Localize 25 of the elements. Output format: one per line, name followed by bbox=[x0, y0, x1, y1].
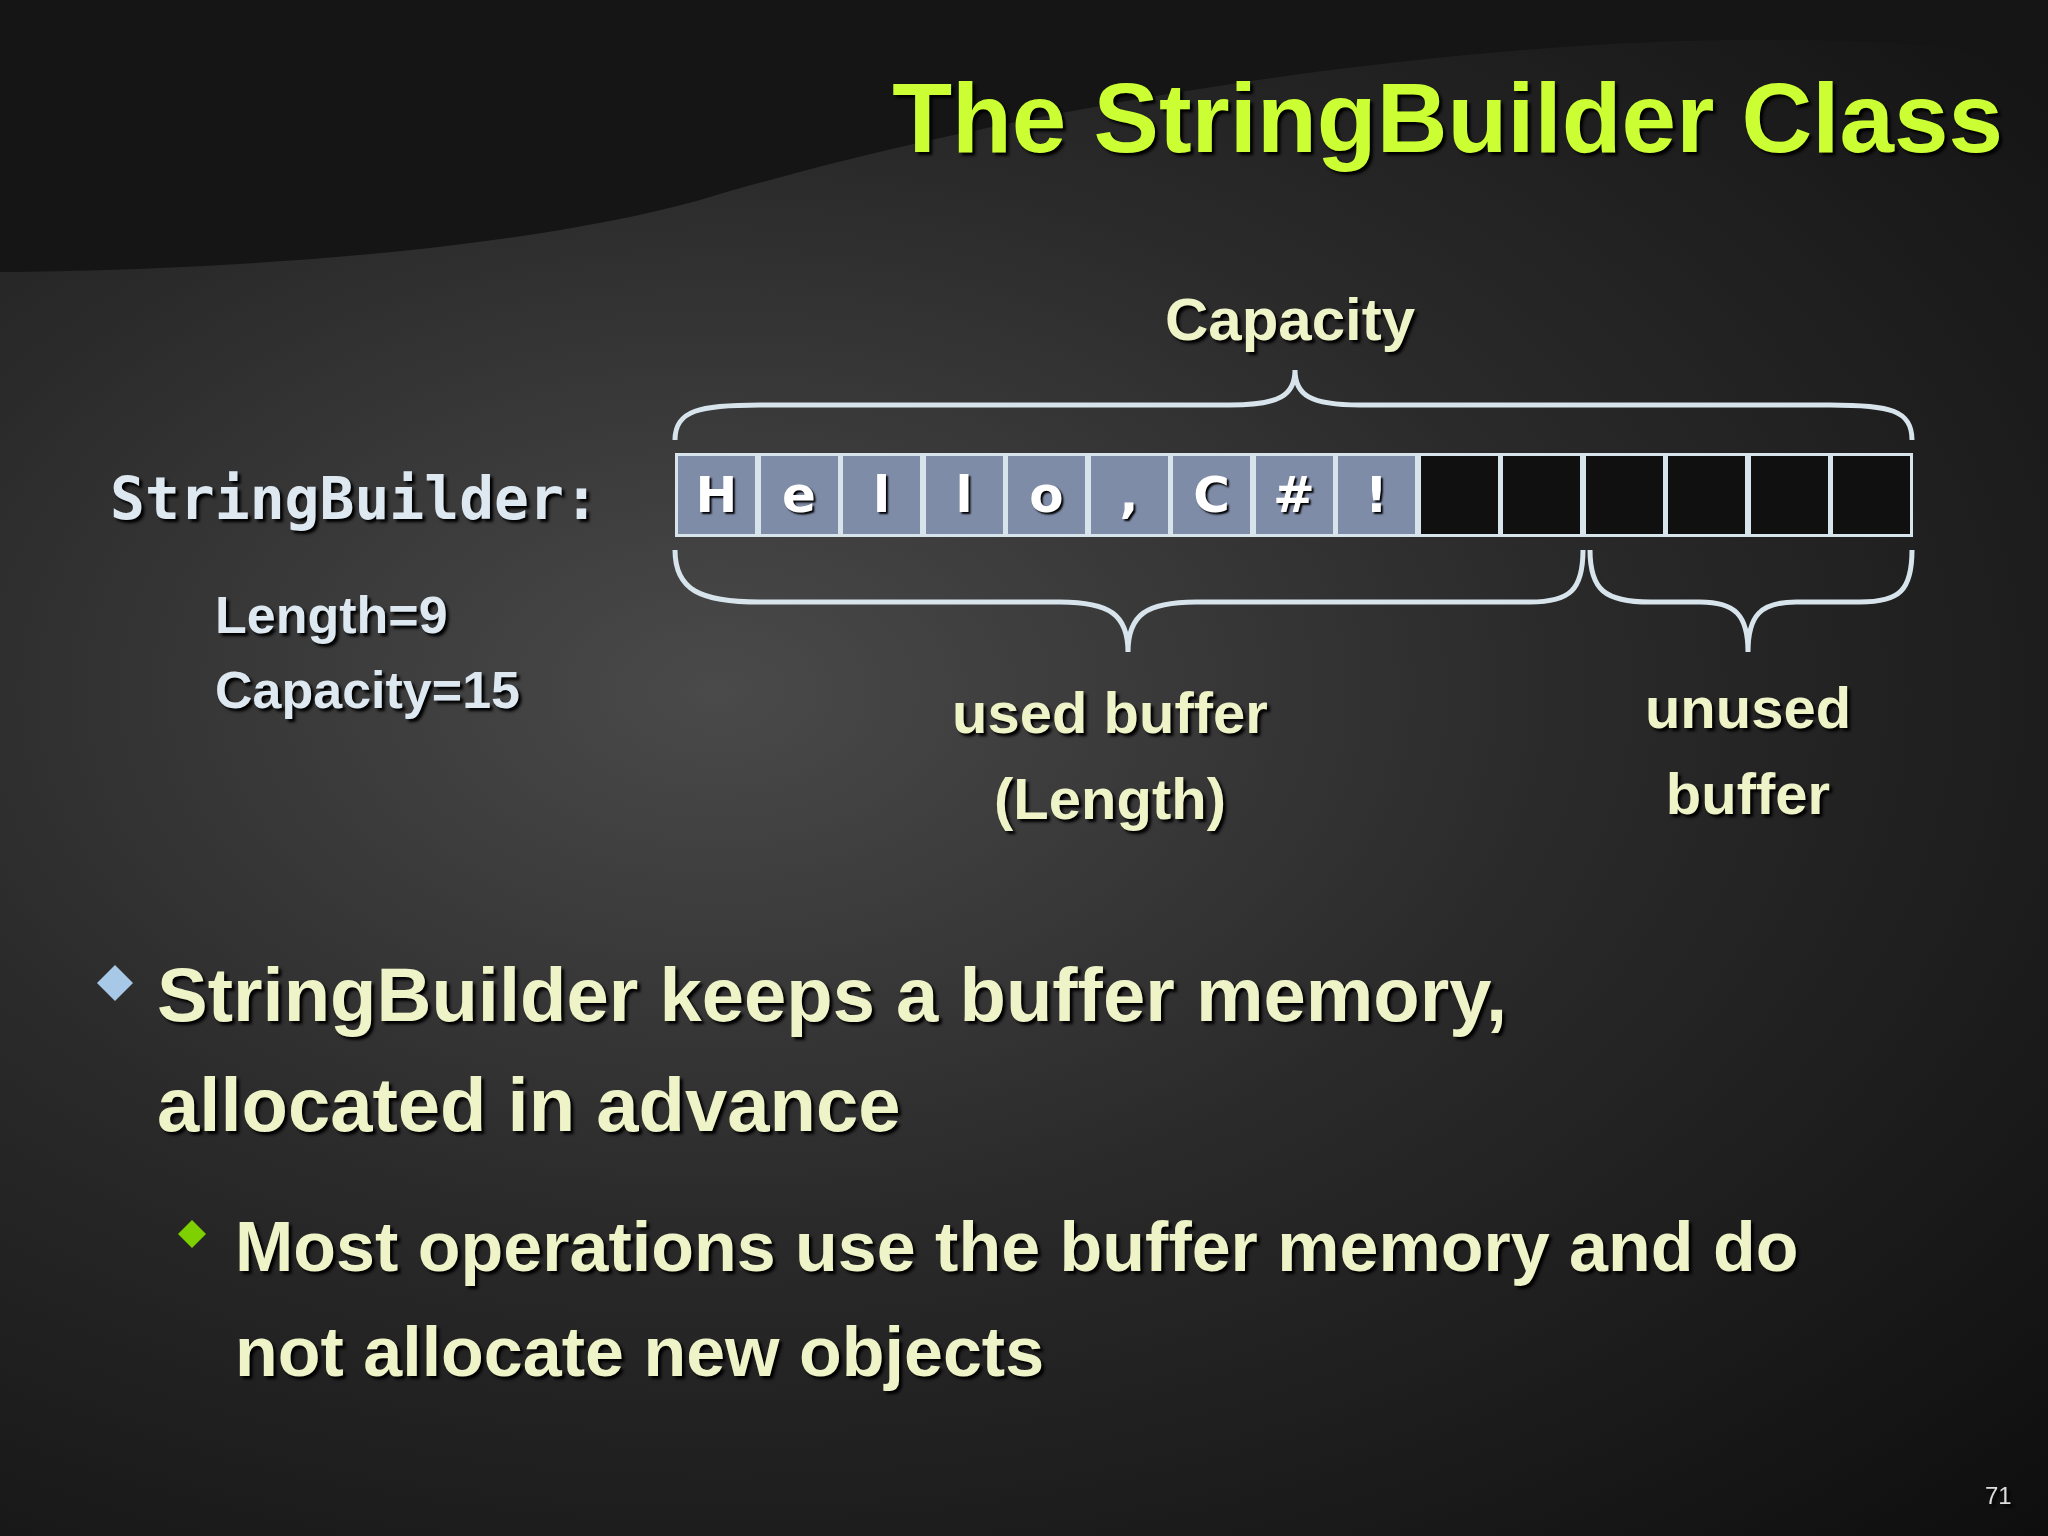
buffer-cell: , bbox=[1087, 453, 1171, 537]
brace-label: used buffer (Length) bbox=[951, 679, 1269, 833]
buffer-cell bbox=[1417, 453, 1501, 537]
buffer-cell: H bbox=[675, 453, 758, 537]
buffer-cell: e bbox=[757, 453, 841, 537]
buffer-cell bbox=[1747, 453, 1831, 537]
buffer-cell: o bbox=[1005, 453, 1088, 537]
property-label: Capacity=15 bbox=[215, 660, 520, 720]
bullet-text: StringBuilder keeps a buffer memory, allocated in advance bbox=[157, 951, 1509, 1149]
buffer-cell: l bbox=[922, 453, 1006, 537]
buffer-cell: C bbox=[1170, 453, 1253, 537]
buffer-cell bbox=[1830, 453, 1913, 537]
class-label: StringBuilder: bbox=[110, 465, 599, 533]
buffer-cell bbox=[1582, 453, 1666, 537]
property-label: Length=9 bbox=[215, 585, 448, 645]
buffer-cell: ! bbox=[1335, 453, 1418, 537]
buffer-cell: l bbox=[840, 453, 923, 537]
bullet-text: Most operations use the buffer memory and do not allocate new objects bbox=[235, 1207, 1800, 1393]
brace-label: Capacity bbox=[1165, 285, 1416, 354]
page-number: 71 bbox=[1985, 1482, 2012, 1510]
buffer-cell: # bbox=[1252, 453, 1336, 537]
buffer-cell bbox=[1500, 453, 1583, 537]
buffer-cell bbox=[1665, 453, 1748, 537]
brace-label: unused buffer bbox=[1643, 674, 1853, 828]
slide-title: The StringBuilder Class bbox=[892, 62, 2003, 175]
